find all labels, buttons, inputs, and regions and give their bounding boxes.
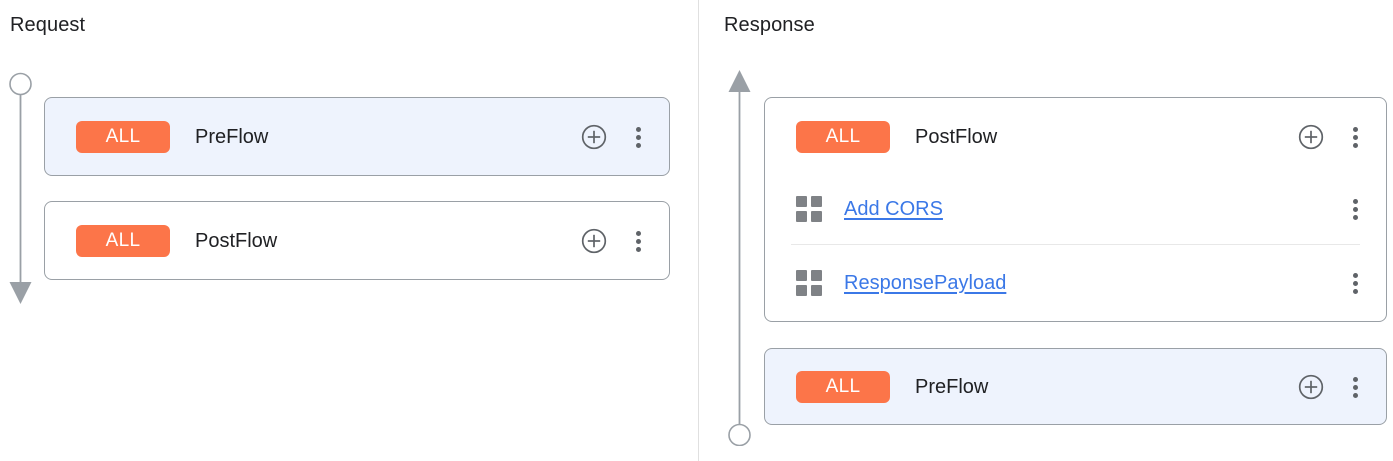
request-postflow-label: PostFlow (195, 230, 278, 252)
more-dot (1352, 280, 1358, 286)
grid-icon (796, 196, 822, 222)
request-postflow-row: ALL PostFlow (45, 219, 669, 263)
more-vertical-icon[interactable] (1344, 196, 1366, 222)
more-dot (1352, 142, 1358, 148)
response-preflow-row: ALL PreFlow (765, 365, 1386, 409)
more-dot (635, 126, 641, 132)
response-postflow-actions (1298, 124, 1386, 150)
grid-cell (811, 211, 822, 222)
request-preflow-actions (581, 124, 669, 150)
request-preflow-row: ALL PreFlow (45, 115, 669, 159)
response-policy-row: Add CORS (765, 187, 1386, 231)
more-dot (1352, 214, 1358, 220)
response-preflow-actions (1298, 374, 1386, 400)
more-dot (1352, 198, 1358, 204)
grid-cell (796, 270, 807, 281)
more-dot (635, 246, 641, 252)
response-postflow-card[interactable]: ALL PostFlow (764, 97, 1387, 322)
response-postflow-label: PostFlow (915, 126, 998, 148)
plus-circle-icon[interactable] (581, 124, 607, 150)
request-flow-track-arrow-down (9, 72, 32, 304)
grid-icon (796, 270, 822, 296)
response-preflow-card[interactable]: ALL PreFlow (764, 348, 1387, 425)
more-dot (635, 142, 641, 148)
response-preflow-label: PreFlow (915, 376, 989, 398)
more-vertical-icon[interactable] (1344, 270, 1366, 296)
response-postflow-row: ALL PostFlow (765, 115, 1386, 159)
plus-circle-icon[interactable] (581, 228, 607, 254)
request-preflow-method-badge: ALL (76, 121, 170, 153)
response-policy-link-response-payload[interactable]: ResponsePayload (844, 272, 1007, 294)
more-dot (1352, 392, 1358, 398)
more-dot (1352, 384, 1358, 390)
response-preflow-method-badge: ALL (796, 371, 890, 403)
response-panel: Response ALL PostFlow (699, 0, 1393, 461)
more-vertical-icon[interactable] (627, 124, 649, 150)
more-dot (1352, 376, 1358, 382)
response-postflow-method-badge: ALL (796, 121, 890, 153)
request-panel: Request ALL PreFlow (9, 14, 670, 304)
grid-cell (796, 285, 807, 296)
grid-cell (811, 196, 822, 207)
grid-cell (796, 211, 807, 222)
more-dot (635, 134, 641, 140)
response-flow-track-arrow-up (728, 70, 751, 446)
more-vertical-icon[interactable] (1344, 374, 1366, 400)
request-postflow-method-badge: ALL (76, 225, 170, 257)
more-dot (1352, 206, 1358, 212)
request-preflow-label: PreFlow (195, 126, 269, 148)
grid-cell (811, 270, 822, 281)
more-vertical-icon[interactable] (1344, 124, 1366, 150)
response-policy-row: ResponsePayload (765, 261, 1386, 305)
panel-divider (698, 0, 699, 461)
request-panel-title: Request (10, 14, 86, 36)
plus-circle-icon[interactable] (1298, 374, 1324, 400)
more-dot (635, 238, 641, 244)
more-dot (1352, 288, 1358, 294)
more-dot (635, 230, 641, 236)
more-vertical-icon[interactable] (627, 228, 649, 254)
grid-cell (796, 196, 807, 207)
grid-cell (811, 285, 822, 296)
request-postflow-card[interactable]: ALL PostFlow (44, 201, 670, 280)
plus-circle-icon[interactable] (1298, 124, 1324, 150)
response-panel-title: Response (724, 14, 815, 36)
policy-divider (791, 244, 1360, 245)
more-dot (1352, 126, 1358, 132)
request-postflow-actions (581, 228, 669, 254)
more-dot (1352, 134, 1358, 140)
response-policy-link-add-cors[interactable]: Add CORS (844, 198, 943, 220)
request-preflow-card[interactable]: ALL PreFlow (44, 97, 670, 176)
more-dot (1352, 272, 1358, 278)
